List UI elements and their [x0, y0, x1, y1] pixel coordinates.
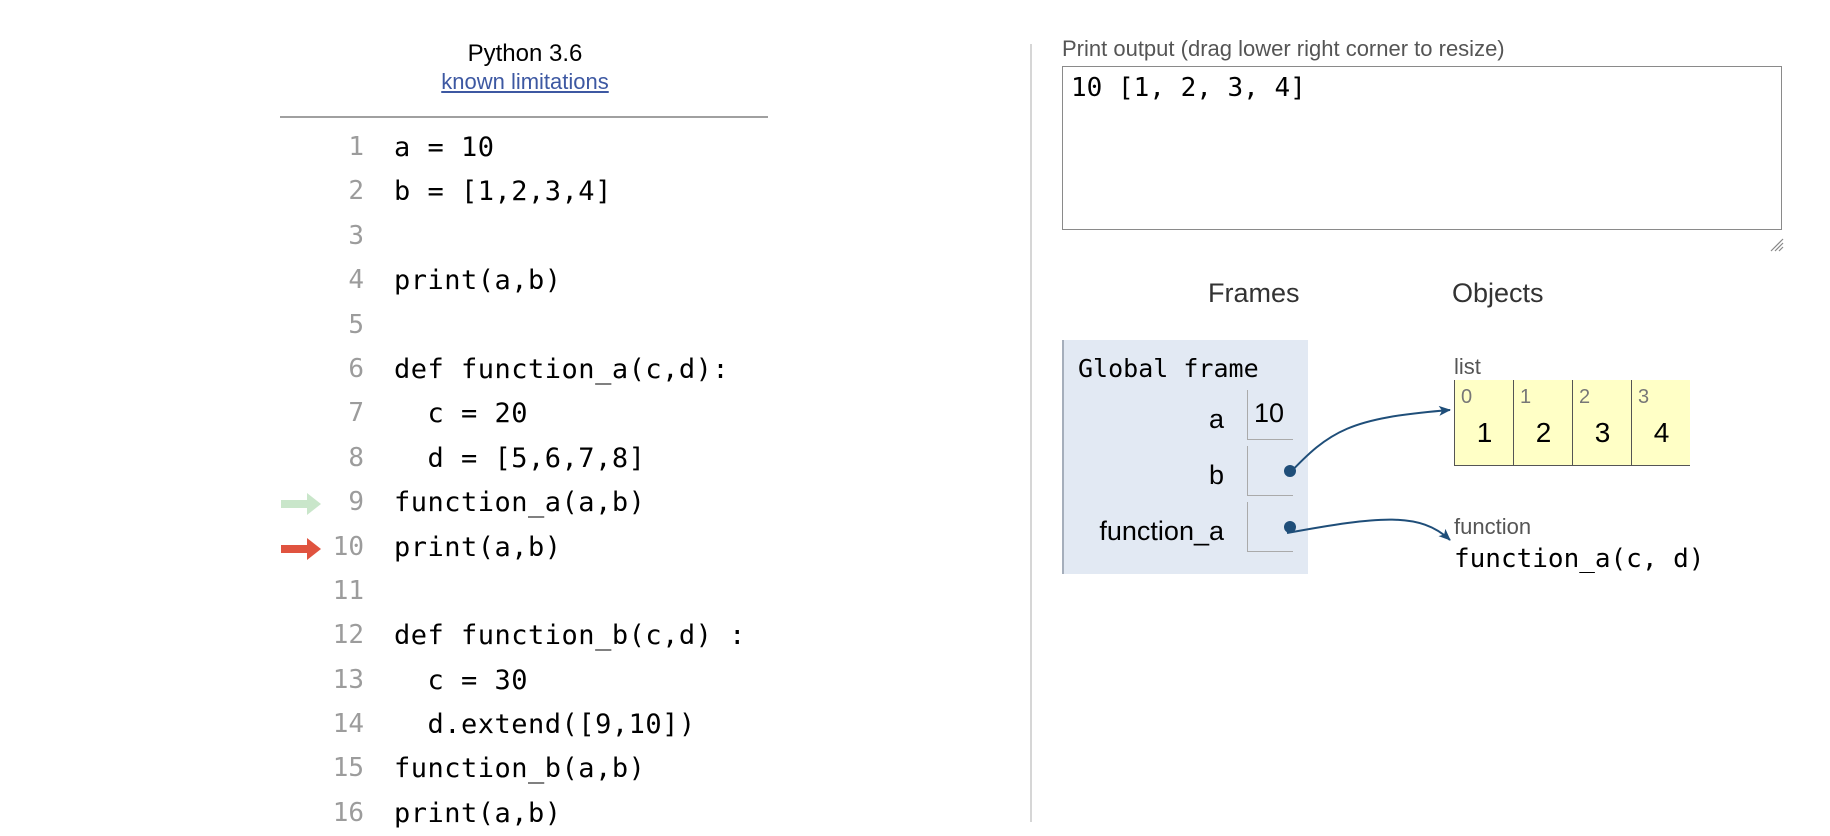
list-index: 3: [1638, 386, 1650, 408]
code-line: 16 print(a,b): [0, 792, 1030, 836]
global-frame-title: Global frame: [1078, 354, 1259, 383]
code-text: function_a(a,b): [394, 487, 646, 519]
code-text: print(a,b): [394, 797, 562, 829]
var-name-b: b: [1208, 460, 1224, 490]
code-divider: [280, 116, 768, 118]
line-number: 15: [332, 753, 364, 784]
list-cell: 1 2: [1513, 380, 1572, 466]
code-text: b = [1,2,3,4]: [394, 176, 612, 208]
pointer-dot-function-a: [1284, 521, 1296, 533]
code-line: 7 c = 20: [0, 392, 1030, 436]
code-text: def function_b(c,d) :: [394, 620, 746, 652]
line-number: 4: [348, 265, 364, 296]
var-slot-a: 10: [1247, 390, 1293, 440]
code-line: 5: [0, 304, 1030, 348]
code-line: 3: [0, 215, 1030, 259]
code-text: d.extend([9,10]): [394, 709, 696, 741]
code-line: 1 a = 10: [0, 126, 1030, 170]
list-value: 1: [1476, 417, 1493, 448]
code-text: a = 10: [394, 132, 495, 163]
list-type-label: list: [1454, 354, 1481, 379]
code-line: 12 def function_b(c,d) :: [0, 614, 1030, 658]
objects-heading: Objects: [1452, 278, 1544, 308]
var-name-a: a: [1208, 404, 1224, 434]
list-index: 0: [1461, 386, 1473, 408]
line-number: 5: [348, 309, 364, 340]
current-line-arrow-icon: [281, 537, 321, 560]
line-number: 6: [348, 353, 364, 384]
line-number: 1: [348, 132, 364, 162]
line-number: 10: [332, 531, 364, 562]
code-text: function_b(a,b): [394, 753, 646, 785]
global-frame: Global frame a 10 b function_a: [1062, 340, 1308, 574]
code-line: 14 d.extend([9,10]): [0, 703, 1030, 747]
code-line: 2 b = [1,2,3,4]: [0, 170, 1030, 214]
code-line: 6 def function_a(c,d):: [0, 348, 1030, 392]
print-output-label: Print output (drag lower right corner to…: [1062, 36, 1505, 61]
line-number: 2: [348, 176, 364, 207]
list-value: 2: [1535, 417, 1552, 448]
list-value: 4: [1653, 417, 1670, 448]
code-panel: Python 3.6 known limitations 1 a = 10 2 b =…: [280, 40, 770, 829]
var-slot-function-a: [1247, 502, 1296, 552]
code-text: d = [5,6,7,8]: [394, 442, 646, 474]
code-line: 8 d = [5,6,7,8]: [0, 437, 1030, 481]
line-number: 7: [348, 398, 364, 429]
code-text: c = 20: [394, 398, 529, 430]
frames-heading: Frames: [1208, 278, 1300, 308]
code-line: 9 function_a(a,b): [0, 481, 1030, 525]
known-limitations-link-wrap: known limitations: [280, 69, 770, 95]
code-line: 10 print(a,b): [0, 526, 1030, 570]
function-type-label: function: [1454, 514, 1532, 539]
line-number: 12: [332, 620, 364, 651]
code-line: 11: [0, 570, 1030, 614]
code-text: print(a,b): [394, 265, 562, 297]
resize-grip-icon[interactable]: [1770, 238, 1784, 252]
previous-line-arrow-icon: [281, 493, 321, 516]
var-slot-b: [1247, 446, 1296, 496]
print-output-text: 10 [1, 2, 3, 4]: [1071, 73, 1306, 103]
line-number: 13: [332, 664, 364, 695]
pointer-arrow-function-a-to-function: [1286, 518, 1451, 541]
code-listing: 1 a = 10 2 b = [1,2,3,4] 3 4 print(a,b) 5 6 def f…: [0, 126, 1030, 836]
line-number: 9: [348, 487, 364, 518]
line-number: 16: [332, 797, 364, 828]
var-name-function-a: function_a: [1099, 516, 1224, 546]
code-line: 4 print(a,b): [0, 259, 1030, 303]
code-text: print(a,b): [394, 531, 562, 563]
code-text: c = 30: [394, 664, 529, 696]
line-number: 11: [332, 575, 364, 606]
list-cell: 3 4: [1631, 380, 1690, 466]
print-output-box[interactable]: 10 [1, 2, 3, 4]: [1062, 66, 1782, 230]
list-index: 2: [1579, 386, 1591, 408]
pointer-dot-b: [1284, 465, 1296, 477]
list-index: 1: [1520, 386, 1532, 408]
list-cell: 2 3: [1572, 380, 1631, 466]
var-value-a: 10: [1254, 398, 1285, 428]
list-value: 3: [1594, 417, 1611, 448]
function-signature: function_a(c, d): [1454, 544, 1705, 574]
code-line: 13 c = 30: [0, 659, 1030, 703]
list-cell: 0 1: [1454, 380, 1513, 466]
line-number: 8: [348, 442, 364, 473]
line-number: 14: [332, 709, 364, 740]
language-title: Python 3.6: [467, 40, 583, 67]
known-limitations-link[interactable]: known limitations: [441, 69, 609, 94]
code-text: def function_a(c,d):: [394, 353, 730, 385]
code-line: 15 function_b(a,b): [0, 747, 1030, 791]
panel-separator: [1030, 44, 1032, 822]
pointer-arrow-b-to-list: [1286, 405, 1451, 477]
line-number: 3: [348, 220, 364, 251]
